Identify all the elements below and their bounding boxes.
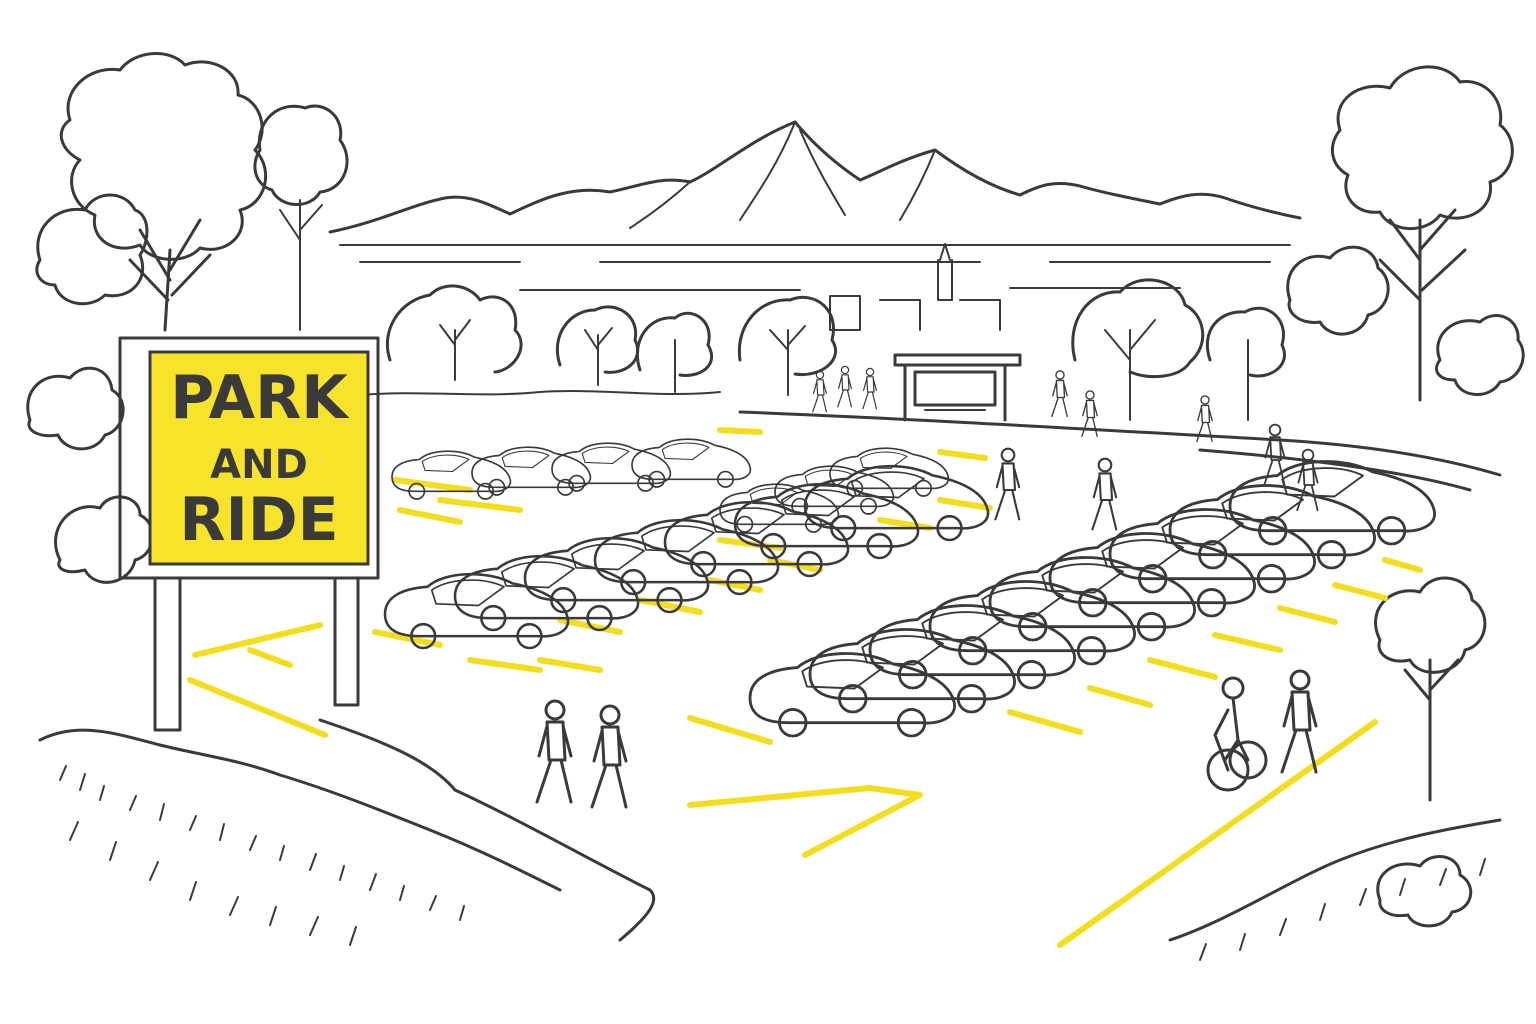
parked-cars xyxy=(383,438,1436,738)
pedestrian xyxy=(862,367,878,410)
pedestrian xyxy=(1081,390,1098,438)
car xyxy=(383,572,570,650)
pedestrian xyxy=(1296,448,1319,512)
right-trees xyxy=(1286,65,1525,802)
car xyxy=(748,652,956,738)
park-and-ride-sign: PARK AND RIDE xyxy=(118,336,380,732)
car xyxy=(733,482,920,560)
pedestrians xyxy=(535,365,1319,809)
sign-line-and: AND xyxy=(210,442,308,488)
distant-town xyxy=(519,243,1181,331)
car xyxy=(523,536,710,614)
road-edges xyxy=(318,410,1502,942)
foreground-shrubs xyxy=(38,728,1502,961)
car xyxy=(471,446,592,496)
left-trees xyxy=(26,52,349,584)
car xyxy=(631,438,752,488)
pedestrian xyxy=(590,704,628,809)
pedestrian xyxy=(1091,457,1118,531)
car xyxy=(453,554,640,632)
pedestrian xyxy=(1280,669,1318,774)
pedestrian xyxy=(837,365,853,408)
car xyxy=(1168,484,1376,570)
pedestrian xyxy=(1051,370,1068,418)
car xyxy=(391,450,512,500)
pedestrian xyxy=(1196,395,1213,443)
bus-shelter xyxy=(893,353,1022,422)
pedestrian xyxy=(994,447,1021,521)
car xyxy=(1108,508,1316,594)
pedestrian xyxy=(1263,423,1286,487)
cyclist xyxy=(1206,676,1268,792)
sign-line-park: PARK xyxy=(170,363,350,433)
car xyxy=(803,464,990,542)
car xyxy=(663,500,850,578)
sign-line-ride: RIDE xyxy=(179,485,338,555)
treeline xyxy=(359,278,1286,421)
car xyxy=(808,628,1016,714)
pedestrian xyxy=(535,699,573,804)
mountain-range xyxy=(328,120,1302,263)
car xyxy=(868,604,1076,690)
car xyxy=(593,518,780,596)
pedestrian xyxy=(812,370,828,413)
car xyxy=(551,442,672,492)
